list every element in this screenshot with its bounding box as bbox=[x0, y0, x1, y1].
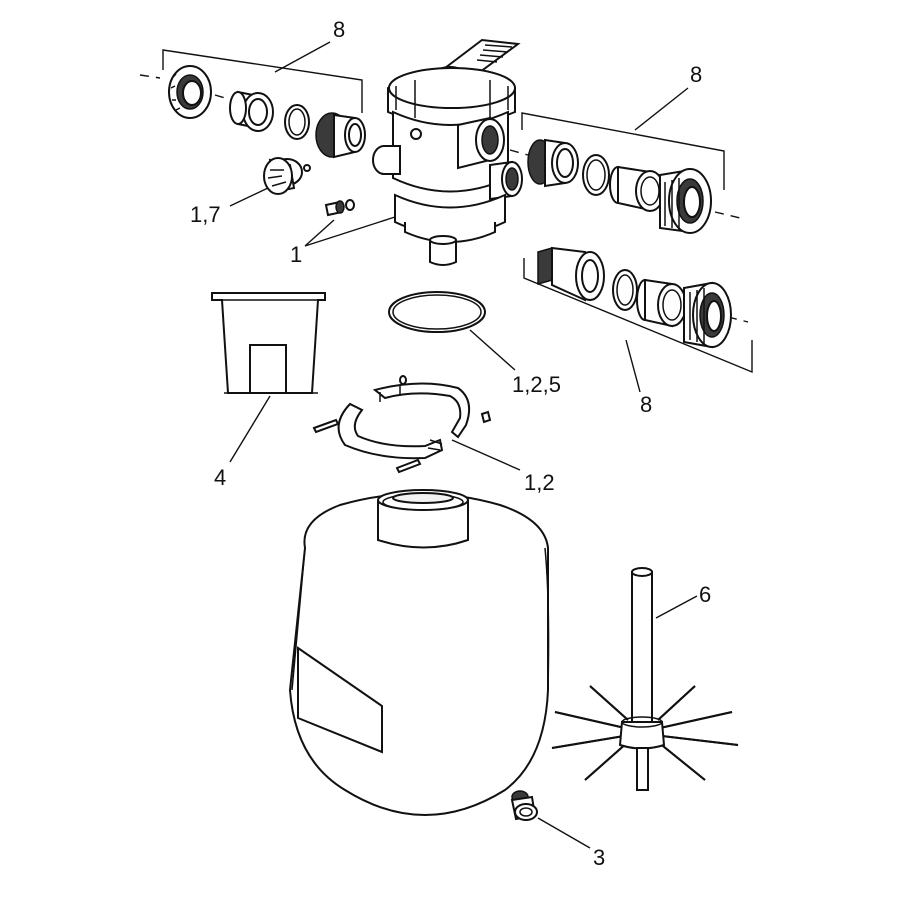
tank-o-ring bbox=[388, 291, 486, 333]
tailpiece bbox=[636, 278, 687, 328]
threaded-adapter bbox=[527, 138, 579, 188]
label-clamp-ring: 1,2 bbox=[524, 470, 555, 495]
tank-label-plate bbox=[297, 646, 383, 754]
sight-glass-fittings bbox=[324, 199, 355, 217]
label-lateral-assembly: 6 bbox=[699, 582, 711, 607]
pipe-union-set-top-right: 8 bbox=[509, 62, 741, 234]
label-drain-plug: 3 bbox=[593, 845, 605, 870]
clamp-ring bbox=[312, 375, 492, 474]
pressure-gauge bbox=[263, 157, 311, 195]
union-nut bbox=[168, 65, 212, 119]
multiport-valve bbox=[372, 38, 523, 266]
pipe-union-set-top-left: 8 bbox=[139, 17, 366, 159]
label-pressure-gauge: 1,7 bbox=[190, 202, 221, 227]
union-nut bbox=[683, 281, 732, 349]
lateral-assembly bbox=[551, 567, 739, 791]
label-pipe-set-top-right: 8 bbox=[690, 62, 702, 87]
union-nut bbox=[659, 168, 712, 234]
threaded-adapter bbox=[315, 112, 366, 159]
label-tank-o-ring: 1,2,5 bbox=[512, 372, 561, 397]
threaded-adapter bbox=[537, 246, 605, 302]
pipe-union-set-bottom-right: 8 bbox=[523, 246, 753, 417]
label-valve-fittings: 1 bbox=[290, 242, 302, 267]
drain-plug bbox=[510, 790, 538, 821]
tailpiece bbox=[229, 90, 274, 132]
filter-tank bbox=[288, 489, 550, 816]
label-pipe-set-bottom-right: 8 bbox=[640, 392, 652, 417]
tailpiece bbox=[609, 165, 665, 212]
label-basket: 4 bbox=[214, 465, 226, 490]
label-pipe-set-top-left: 8 bbox=[333, 17, 345, 42]
strainer-basket bbox=[211, 292, 326, 394]
